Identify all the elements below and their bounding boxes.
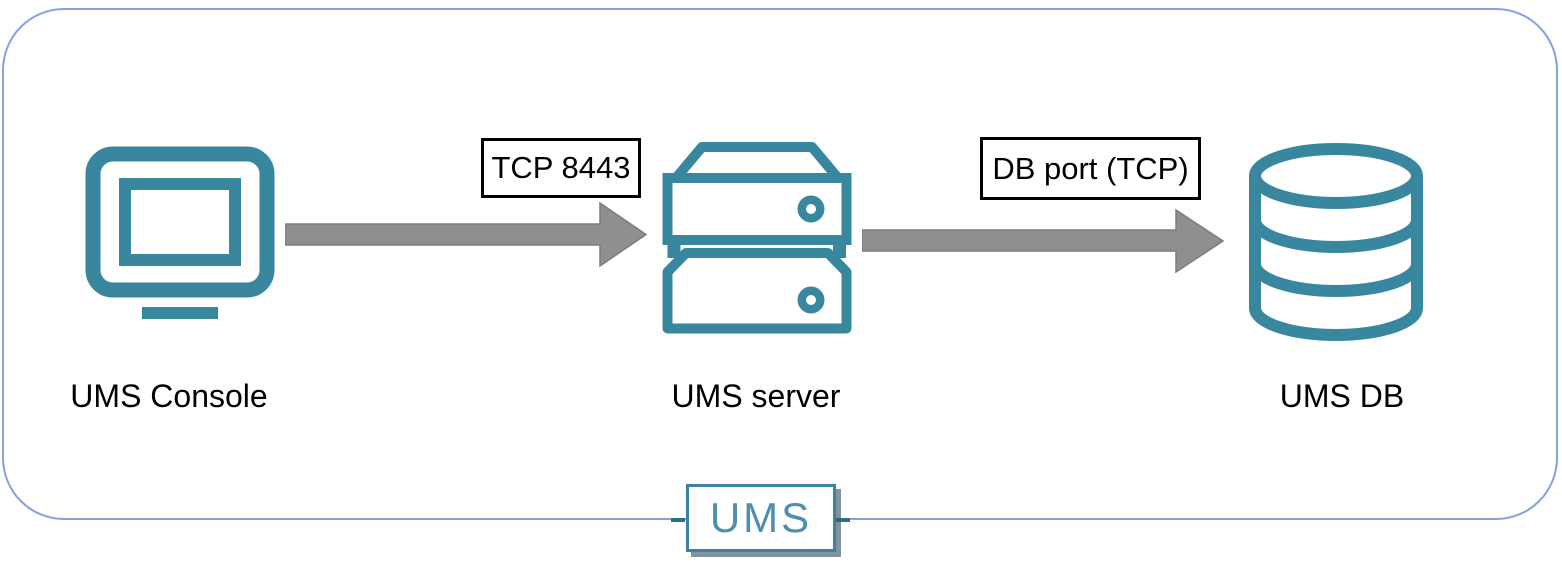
badge-connector-right [836,518,850,522]
node-label-ums-console: UMS Console [70,378,268,414]
connection-label-text: DB port (TCP) [992,150,1189,186]
badge-connector-left [671,518,685,522]
node-label-ums-server: UMS server [671,378,841,414]
ums-logo-text: UMS [709,494,813,541]
server-icon [662,142,852,334]
connection-label-db-port: DB port (TCP) [980,137,1201,200]
arrow-server-to-db [862,208,1224,274]
connection-label-tcp-8443: TCP 8443 [481,138,641,198]
monitor-icon [85,146,275,319]
connection-label-text: TCP 8443 [491,150,631,185]
ums-logo-badge: UMS [686,484,836,552]
database-icon [1249,143,1423,341]
node-label-ums-db: UMS DB [1279,378,1405,414]
arrow-console-to-server [285,201,647,268]
